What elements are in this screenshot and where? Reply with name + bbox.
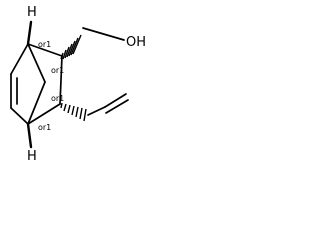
bond-c1-c2: [27, 43, 63, 57]
bond-ch2-o: [82, 27, 125, 41]
bond-c1-c6: [10, 43, 29, 75]
bond-c1-c7: [27, 43, 46, 83]
bond-vinyl-double-inner: [105, 99, 129, 114]
bond-c3-c4: [27, 103, 61, 125]
stereo-label-c4: or1: [38, 123, 51, 132]
bond-c1-h: [26, 20, 33, 46]
molecule-diagram: H H OH or1 or1 or1 or1: [10, 5, 146, 164]
stereo-label-c3: or1: [51, 94, 64, 103]
vinyl-bonds: [87, 93, 129, 116]
bond-vinyl-single: [87, 106, 106, 116]
bond-c2-c3: [59, 55, 63, 105]
bridgehead-hydrogen-bonds: [26, 20, 33, 149]
ring-bonds: [10, 43, 63, 125]
hashed-wedge-c3-vinyl: [60, 102, 87, 122]
stereo-label-c1: or1: [38, 40, 51, 49]
bond-c7-c4: [27, 81, 46, 125]
bridgehead-h-bottom-label: H: [27, 149, 37, 164]
bridgehead-h-top-label: H: [27, 5, 37, 20]
stereo-label-c2: or1: [51, 66, 64, 75]
bond-vinyl-double-outer: [104, 93, 127, 108]
hydroxyl-label: OH: [126, 35, 146, 50]
hashed-wedge-c2-ch2: [60, 34, 82, 60]
bond-c4-h: [26, 122, 33, 149]
bond-c5-c4: [10, 107, 29, 125]
